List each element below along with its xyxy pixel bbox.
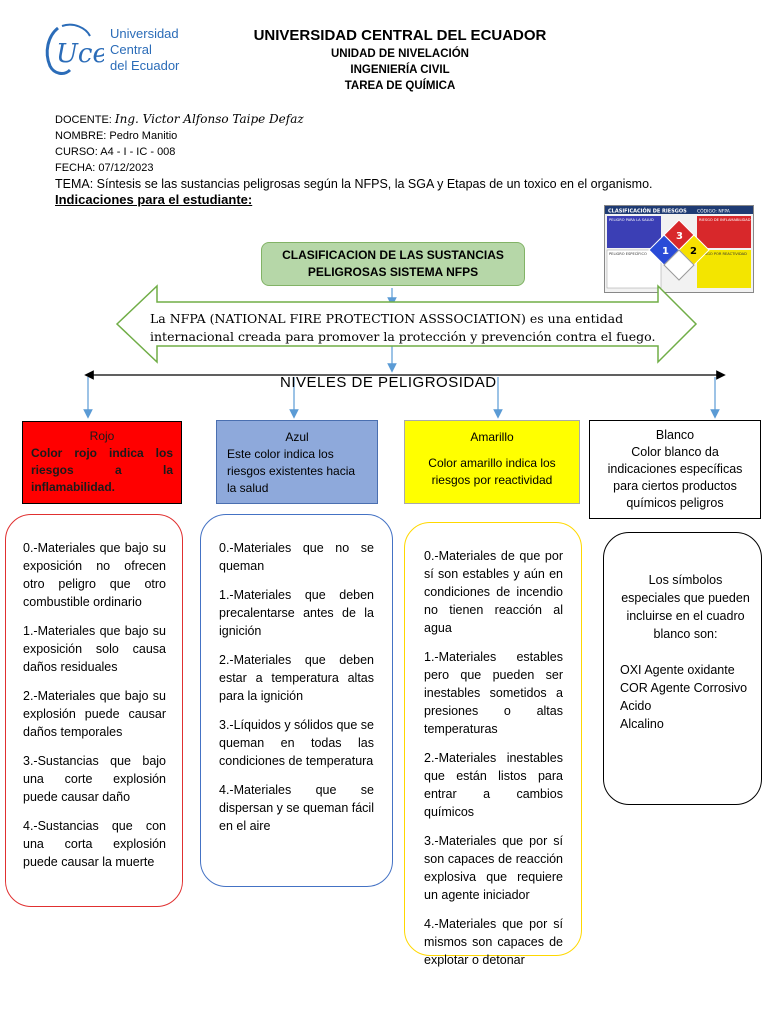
title-box: CLASIFICACION DE LAS SUSTANCIAS PELIGROS… [261, 242, 525, 286]
card-blanco: Los símbolos especiales que pueden inclu… [603, 532, 762, 805]
list-item: 4.-Materiales que se dispersan y se quem… [219, 783, 374, 833]
logo-line-1: Universidad [110, 26, 179, 41]
box-blanco: Blanco Color blanco da indicaciones espe… [589, 420, 761, 519]
nfpa-placard-image: CLASIFICACIÓN DE RIESGOS CÓDIGO: NFPA PE… [604, 205, 754, 293]
box-azul-desc: Este color indica los riesgos existentes… [227, 447, 356, 495]
list-item: 1.-Materiales estables pero que pueden s… [424, 650, 563, 736]
list-item: 0.-Materiales de que por sí son estables… [424, 549, 563, 635]
card-azul: 0.-Materiales que no se queman 1.-Materi… [200, 514, 393, 887]
box-blanco-name: Blanco [655, 428, 695, 442]
box-amarillo-name: Amarillo [470, 430, 514, 444]
nfpa-definition-line-1: La NFPA (NATIONAL FIRE PROTECTION ASSSOC… [150, 311, 624, 326]
list-item: 0.-Materiales que bajo su exposición no … [23, 541, 166, 609]
placard-health: PELIGRO PARA LA SALUD [609, 218, 654, 222]
task-name: TAREA DE QUÍMICA [344, 80, 456, 92]
placard-title: CLASIFICACIÓN DE RIESGOS [608, 208, 687, 215]
nfpa-definition-line-2: internacional creada para promover la pr… [150, 329, 656, 344]
list-item: Alcalino [620, 717, 664, 731]
list-item: Acido [620, 699, 652, 713]
card-amarillo: 0.-Materiales de que por sí son estables… [404, 522, 582, 967]
logo-line-2: Central [110, 42, 152, 57]
career-name: INGENIERÍA CIVIL [350, 64, 450, 76]
list-item: 3.-Sustancias que bajo una corte explosi… [23, 754, 166, 804]
university-logo: Uce Universidad Central del Ecuador [40, 22, 190, 80]
docente-value: Ing. Victor Alfonso Taipe Defaz [114, 112, 304, 126]
student-info: DOCENTE: Ing. Victor Alfonso Taipe Defaz… [55, 111, 715, 208]
placard-n-react: 2 [690, 246, 697, 257]
title-line-2: PELIGROSAS SISTEMA NFPS [307, 265, 479, 279]
list-item: 4.-Materiales que por sí mismos son capa… [424, 917, 563, 967]
university-name: UNIVERSIDAD CENTRAL DEL ECUADOR [253, 27, 547, 44]
logo-mark-text: Uce [56, 39, 104, 69]
fecha-line: FECHA: 07/12/2023 [55, 162, 154, 174]
docente-label: DOCENTE: [55, 114, 112, 126]
list-item: 3.-Líquidos y sólidos que se queman en t… [219, 718, 374, 768]
box-rojo-name: Rojo [89, 429, 115, 443]
docente-line: DOCENTE: Ing. Victor Alfonso Taipe Defaz [55, 111, 715, 128]
list-item: 2.-Materiales que bajo su explosión pued… [23, 689, 166, 739]
levels-heading: NIVELES DE PELIGROSIDAD [280, 374, 497, 391]
list-item: 1.-Materiales que bajo su exposición sol… [23, 624, 166, 674]
indicaciones-heading: Indicaciones para el estudiante: [55, 192, 253, 207]
tema-line: TEMA: Síntesis se las sustancias peligro… [55, 177, 653, 191]
placard-specific: PELIGRO ESPECÍFICO [609, 251, 647, 256]
placard-fire: RIESGO DE INFLAMABILIDAD [699, 218, 751, 222]
box-blanco-desc: Color blanco da indicaciones específicas… [607, 445, 743, 510]
list-item: 2.-Materiales inestables que están listo… [424, 751, 563, 819]
box-rojo-desc: Color rojo indica los riesgos a la infla… [31, 446, 173, 494]
list-item: COR Agente Corrosivo [620, 681, 748, 695]
box-azul-name: Azul [285, 430, 309, 444]
box-rojo: Rojo Color rojo indica los riesgos a la … [22, 421, 182, 504]
list-item: 1.-Materiales que deben precalentarse an… [219, 588, 374, 638]
list-item: 2.-Materiales que deben estar a temperat… [219, 653, 374, 703]
box-amarillo-desc: Color amarillo indica los riesgos por re… [428, 456, 556, 487]
box-azul: Azul Este color indica los riesgos exist… [216, 420, 378, 504]
logo-wordmark: Universidad Central del Ecuador [110, 26, 179, 74]
card-blanco-intro: Los símbolos especiales que pueden inclu… [621, 573, 750, 641]
title-line-1: CLASIFICACION DE LAS SUSTANCIAS [282, 248, 504, 262]
box-amarillo: Amarillo Color amarillo indica los riesg… [404, 420, 580, 504]
placard-n-health: 1 [662, 246, 669, 257]
list-item: 3.-Materiales que por sí son capaces de … [424, 834, 563, 902]
unit-name: UNIDAD DE NIVELACIÓN [330, 48, 469, 60]
card-rojo: 0.-Materiales que bajo su exposición no … [5, 514, 183, 907]
list-item: 0.-Materiales que no se queman [219, 541, 374, 573]
placard-code: CÓDIGO: NFPA [697, 208, 731, 215]
placard-reactivity: RIESGO POR REACTIVIDAD [699, 252, 747, 256]
nfpa-definition: La NFPA (NATIONAL FIRE PROTECTION ASSSOC… [150, 310, 670, 346]
placard-n-fire: 3 [676, 231, 683, 242]
double-arrow-shape [115, 284, 698, 364]
curso-line: CURSO: A4 - I - IC - 008 [55, 146, 176, 158]
list-item: OXI Agente oxidante [620, 663, 735, 677]
logo-line-3: del Ecuador [110, 58, 180, 73]
uce-logo-icon: Uce [45, 23, 104, 75]
nfpa-diamond-icon: CLASIFICACIÓN DE RIESGOS CÓDIGO: NFPA PE… [605, 206, 753, 289]
document-header: UNIVERSIDAD CENTRAL DEL ECUADOR UNIDAD D… [190, 26, 610, 94]
list-item: 4.-Sustancias que con una corta explosió… [23, 819, 166, 869]
nombre-line: NOMBRE: Pedro Manitio [55, 130, 178, 142]
